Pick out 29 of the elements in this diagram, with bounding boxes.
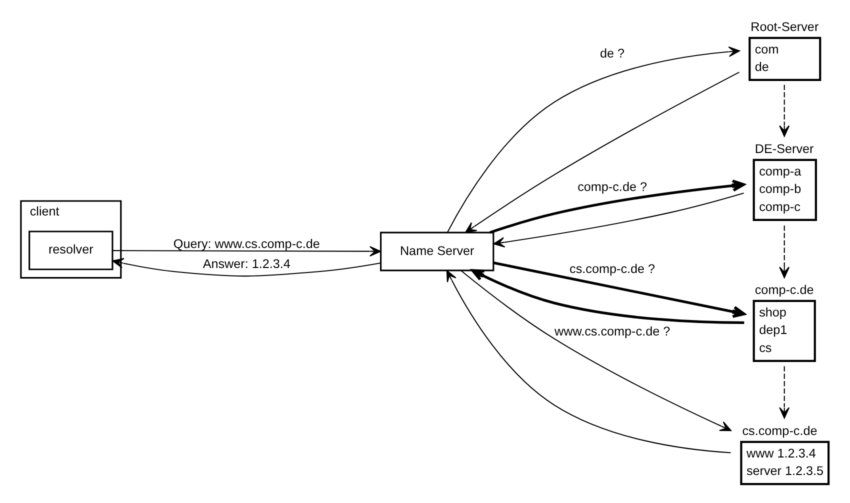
arrow — [779, 84, 790, 137]
edge-label: comp-c.de ? — [578, 180, 648, 194]
node-label: cs.comp-c.de — [742, 424, 818, 438]
arrow — [464, 72, 740, 234]
arrow — [779, 226, 790, 278]
edge-label: Query: www.cs.comp-c.de — [173, 236, 320, 251]
node-box: comp-a comp-b comp-c — [752, 158, 817, 221]
node-label: comp-c.de — [754, 283, 814, 298]
edge-label: de ? — [600, 46, 625, 60]
edge-label: cs.comp-c.de ? — [570, 262, 656, 276]
arrow — [490, 180, 745, 234]
node-box: com de — [748, 36, 822, 82]
arrow — [779, 366, 790, 419]
node-label: DE-Server — [754, 142, 814, 156]
arrow — [112, 246, 382, 257]
node-box: Name Server — [380, 232, 494, 272]
node-box: shop dep1 cs — [752, 300, 816, 362]
arrow — [493, 192, 744, 248]
edge-label: www.cs.comp-c.de ? — [554, 324, 670, 338]
node-box: resolver — [28, 230, 114, 270]
node-box: www 1.2.3.4 server 1.2.3.5 — [740, 440, 830, 486]
arrow — [446, 270, 731, 454]
edge-label: Answer: 1.2.3.4 — [202, 256, 290, 271]
arrow — [112, 258, 381, 277]
arrow — [493, 262, 746, 318]
node-label: Root-Server — [750, 20, 819, 34]
arrow — [460, 270, 732, 432]
arrow — [471, 269, 744, 324]
arrow — [446, 46, 740, 233]
